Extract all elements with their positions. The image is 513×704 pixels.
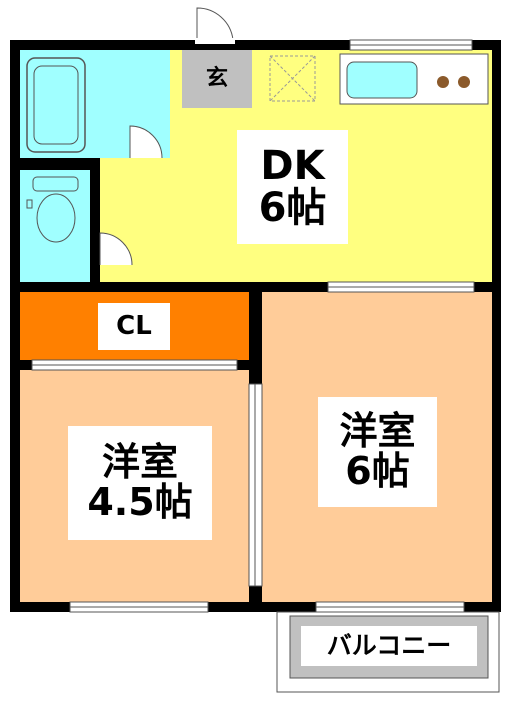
dk-label: DK 6帖	[237, 130, 348, 244]
window-large-room	[315, 601, 465, 613]
refrigerator-space	[269, 55, 316, 102]
western-room-small-label: 洋室 4.5帖	[68, 426, 212, 540]
stove-burner-left	[437, 76, 449, 88]
bathroom-door[interactable]	[129, 125, 163, 159]
closet-label: CL	[98, 303, 170, 350]
window-small-room	[69, 601, 209, 613]
bathtub-inner	[33, 65, 79, 145]
stove-burner-right	[458, 76, 470, 88]
window-top	[349, 39, 473, 51]
kitchen-sink	[346, 61, 418, 99]
balcony-label: バルコニー	[301, 626, 477, 666]
window-dk-bottom	[327, 281, 475, 293]
toilet-icon	[26, 176, 79, 243]
entrance-label: 玄	[196, 62, 238, 96]
entrance-door[interactable]	[195, 7, 235, 44]
toilet-door[interactable]	[99, 232, 133, 266]
sliding-door-rooms[interactable]	[248, 383, 263, 587]
western-room-large-label: 洋室 6帖	[318, 397, 437, 507]
sliding-door-closet[interactable]	[31, 359, 238, 371]
